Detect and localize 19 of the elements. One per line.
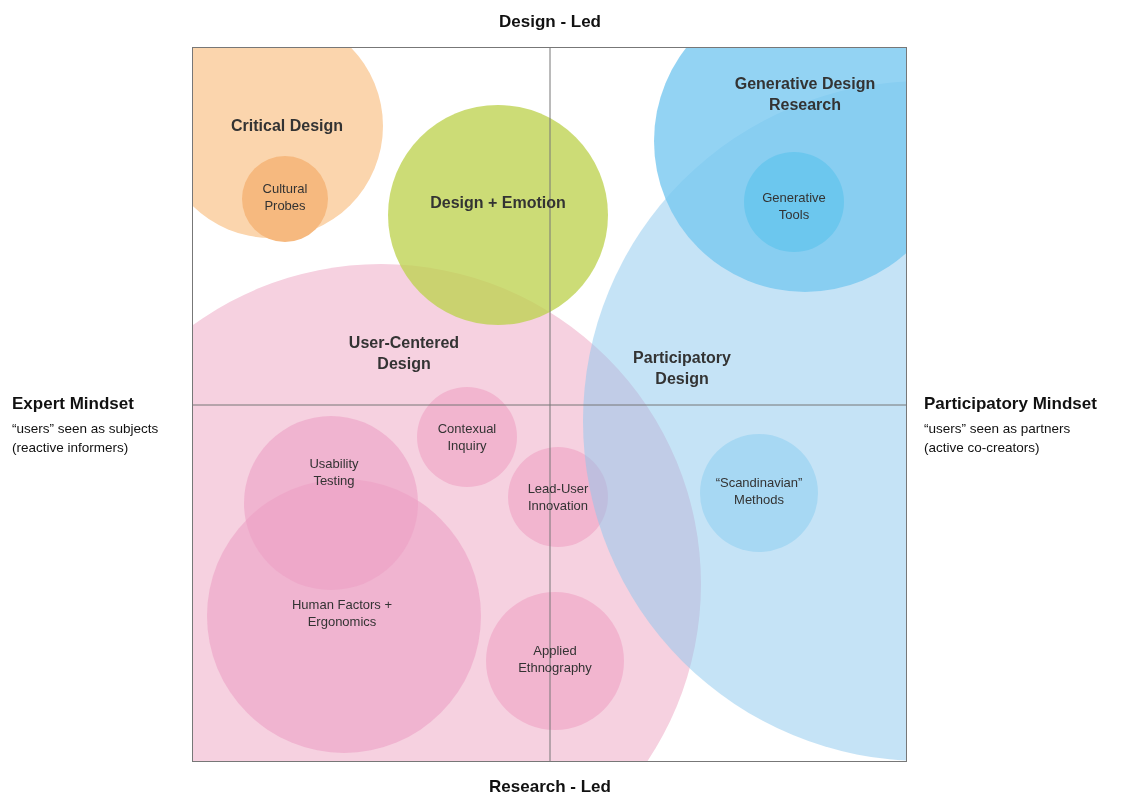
region-label: Applied Ethnography — [517, 643, 593, 677]
region-label: Critical Design — [230, 115, 344, 136]
region-label: Contexual Inquiry — [436, 421, 498, 455]
axis-title: Research - Led — [488, 776, 612, 796]
axis-note: “users” seen as subjects (reactive informers) — [12, 420, 160, 457]
region-label: Participatory Design — [632, 348, 732, 389]
region-label: Design + Emotion — [429, 192, 567, 213]
region-label: Cultural Probes — [261, 181, 309, 215]
region-label: Lead-User Innovation — [526, 481, 590, 515]
axis-title: Design - Led — [498, 11, 602, 34]
region-label: Generative Design Research — [733, 74, 877, 115]
region-label: Generative Tools — [761, 190, 827, 224]
axis-title: Participatory Mindset — [924, 393, 1098, 416]
axis-note: “users” seen as partners (active co-creators) — [924, 420, 1072, 457]
axis-title: Expert Mindset — [12, 393, 135, 416]
region-label: User-Centered Design — [347, 333, 461, 374]
region-label: Usability Testing — [308, 456, 360, 490]
region-label: Human Factors + Ergonomics — [290, 597, 394, 631]
region-label: “Scandinavian” Methods — [714, 475, 804, 509]
